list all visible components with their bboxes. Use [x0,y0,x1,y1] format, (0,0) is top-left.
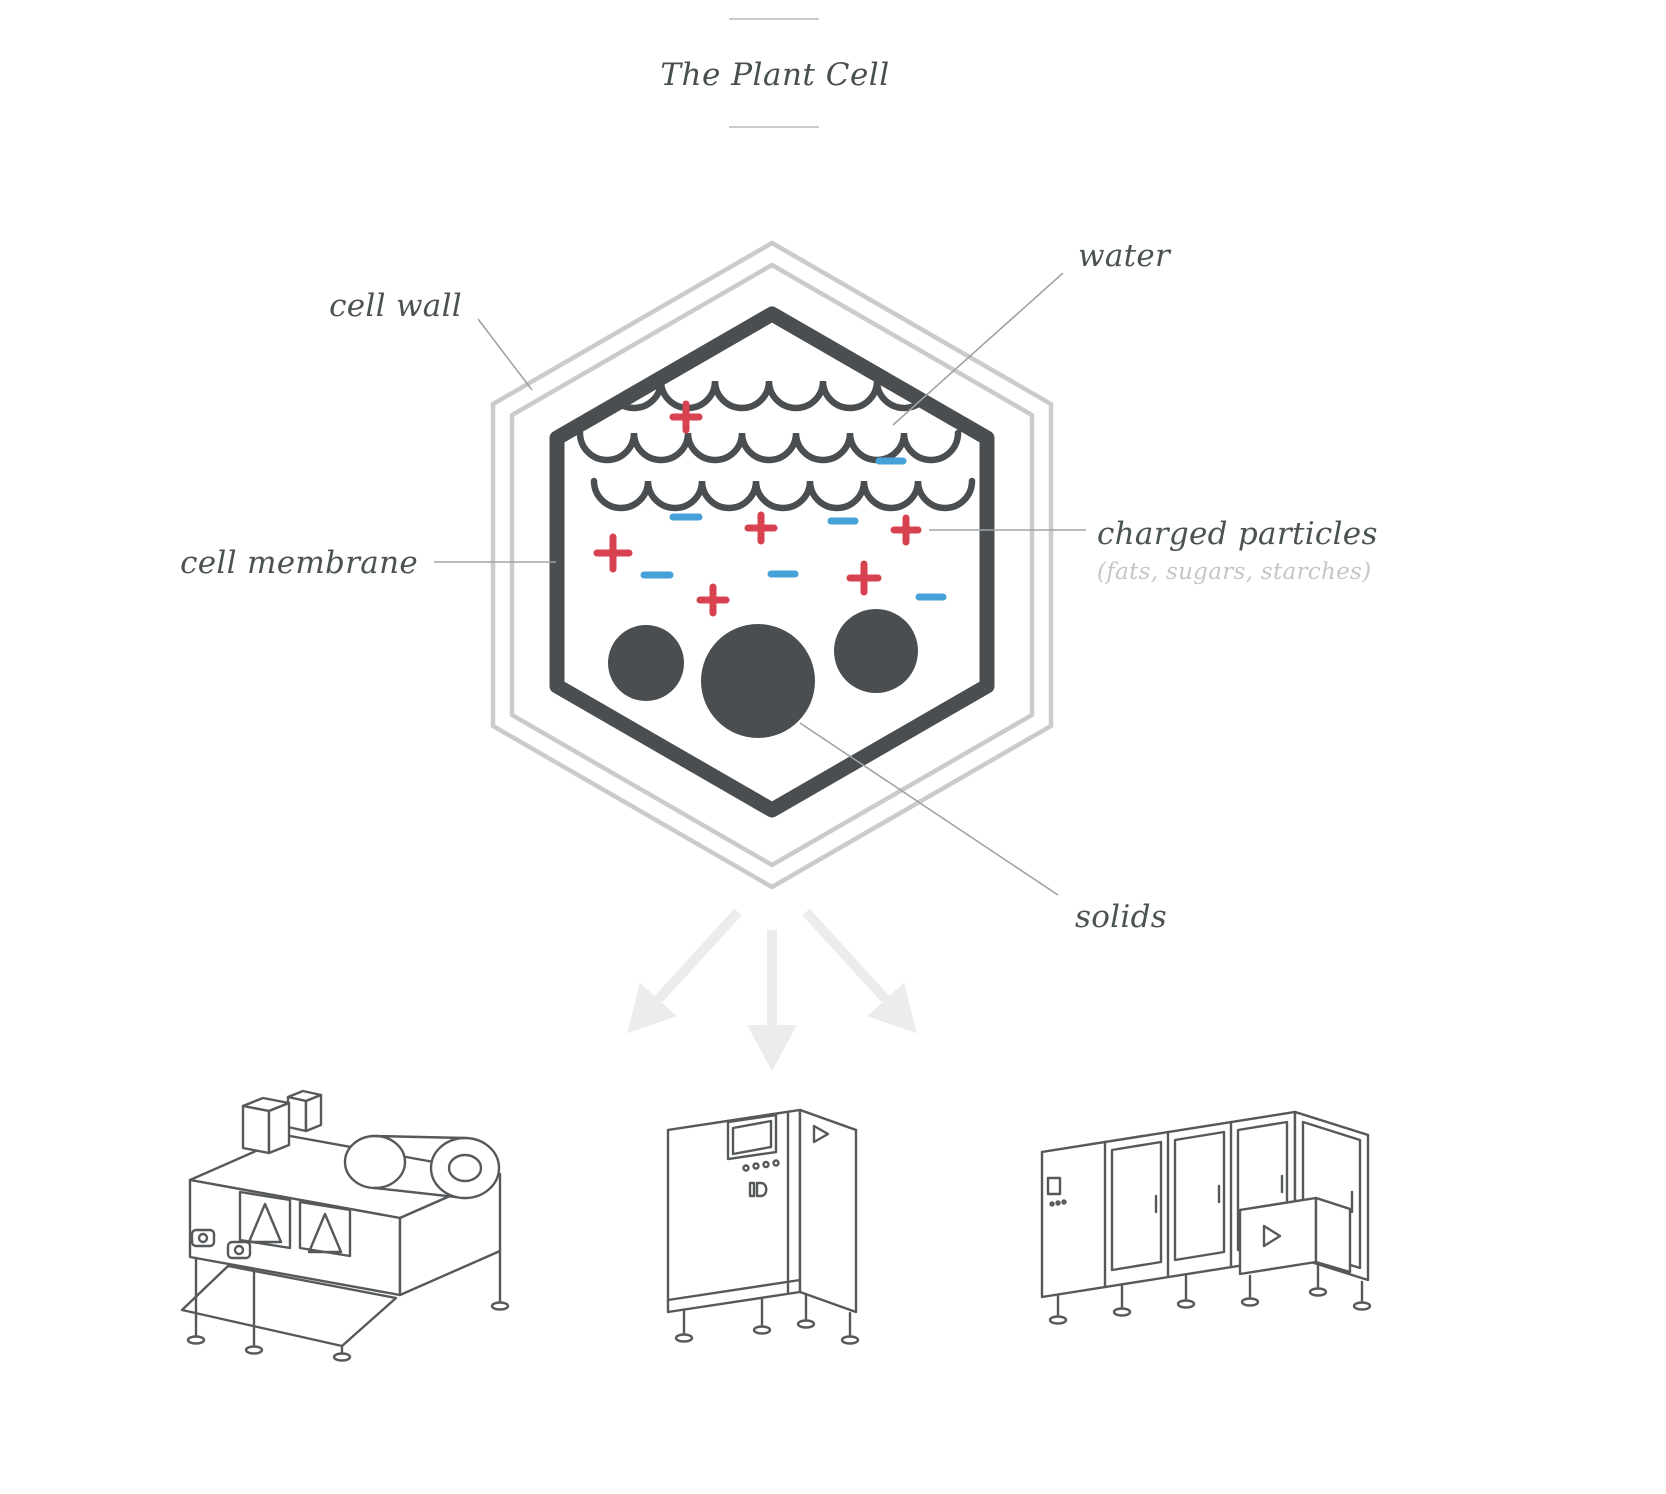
arrow-down-right-icon [802,908,917,1034]
positive-particles [593,400,922,617]
wave-row [590,477,976,512]
plus-icon [593,533,633,573]
plus-icon [696,583,730,617]
wave-row [576,429,962,464]
line-control-box [1238,1196,1352,1276]
machines-row [180,1089,1372,1362]
label-cell-membrane: cell membrane [180,545,418,581]
leader-water [892,272,1064,426]
solids-group [608,609,918,738]
solid-particle [834,609,918,693]
arrow-down-left-icon [627,908,742,1034]
press-logo-triangle-icon [812,1124,830,1144]
press-side-face [798,1108,858,1314]
label-charged-particles-note: (fats, sugars, starches) [1097,559,1371,585]
press-buttons [742,1159,780,1172]
leader-solids [799,722,1059,896]
press-brand-mark [748,1181,768,1198]
press-feet [674,1292,860,1345]
line-door-seams [1103,1120,1233,1289]
plus-icon [890,514,922,546]
leader-cell-wall [477,318,533,391]
label-water: water [1078,238,1172,274]
label-charged-particles: charged particles [1097,516,1378,552]
press-control-screen [726,1113,778,1161]
solid-particle-large [701,624,815,738]
dryer-feet [186,1249,510,1362]
belt-dryer-machine [180,1089,510,1362]
label-solids: solids [1075,899,1167,935]
dryer-windows [190,1190,352,1260]
page-title: The Plant Cell [660,57,889,93]
processing-line-machine [1040,1110,1372,1325]
plus-icon [846,560,882,596]
solid-particle [608,625,684,701]
flow-arrows [627,908,917,1071]
leader-lines [434,272,1086,896]
cell-wall-outline [490,240,1054,890]
dryer-drum [343,1134,501,1200]
plus-icon [669,400,703,434]
plus-icon [744,511,778,545]
dryer-chimney-front [241,1096,291,1155]
press-kick-seam [666,1278,802,1302]
cell-wall-outer-hexagon [490,240,1054,890]
label-cell-wall: cell wall [329,288,462,324]
press-cabinet-machine [666,1108,860,1345]
cell-wall-inner-hexagon [509,262,1035,868]
line-logo-triangle-icon [1262,1224,1282,1248]
dryer-chimney-back [286,1089,323,1133]
line-feet [1048,1262,1372,1325]
negative-particles [640,457,947,601]
